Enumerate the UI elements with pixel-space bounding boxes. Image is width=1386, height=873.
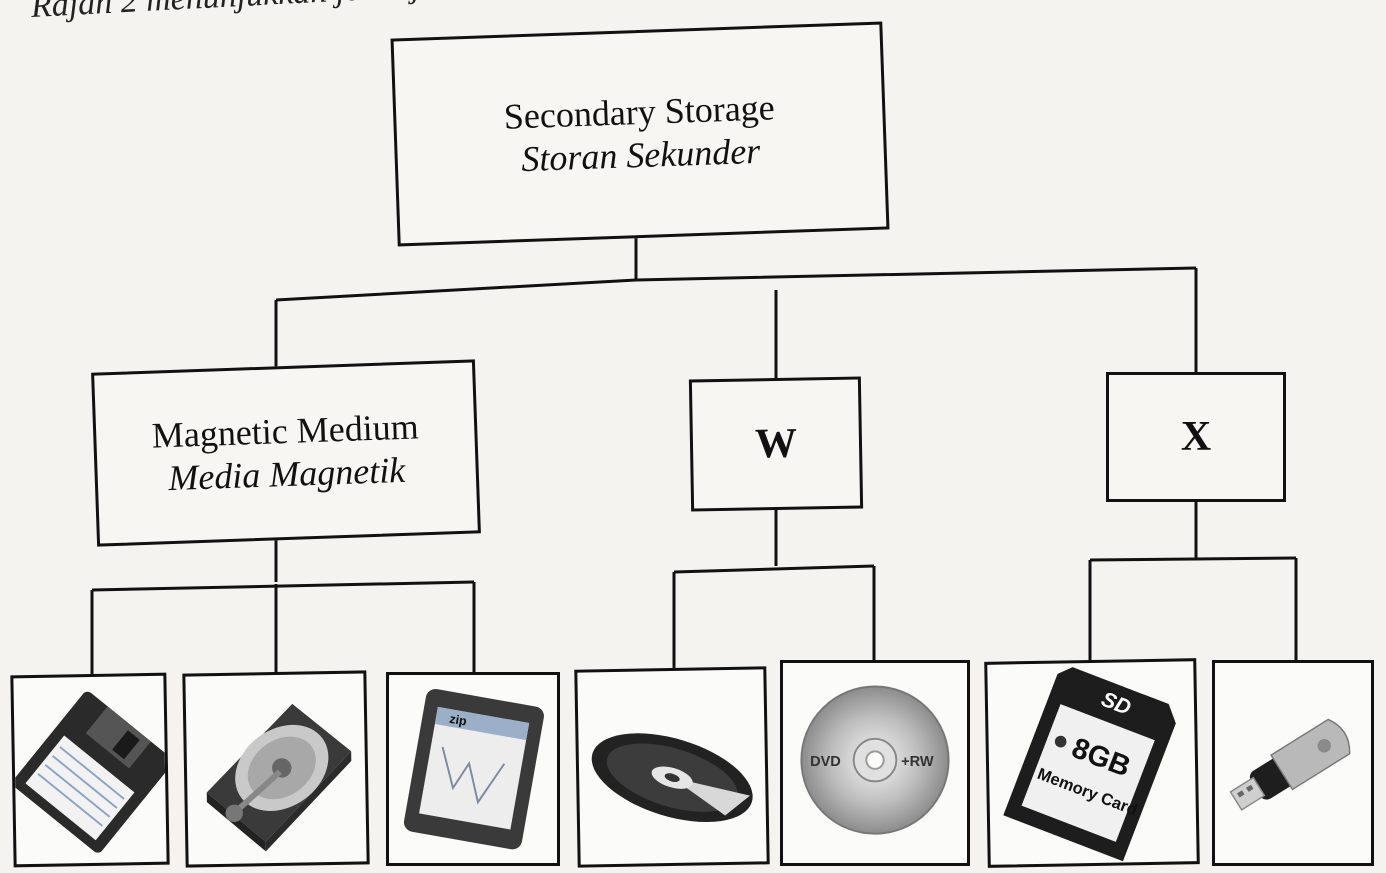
- device-optical-disc: [574, 666, 770, 868]
- device-usb-flash-drive: [1212, 660, 1374, 866]
- root-node-secondary-storage: Secondary Storage Storan Sekunder: [390, 21, 890, 247]
- device-sd-card: SD 8GB Memory Card: [984, 658, 1200, 868]
- optical-disc-icon: [591, 733, 753, 823]
- sd-memory-card-icon: SD 8GB Memory Card: [1003, 667, 1176, 862]
- zip-disk-icon: zip: [403, 688, 544, 850]
- hard-disk-icon: [206, 703, 352, 852]
- root-title-ms: Storan Sekunder: [520, 130, 761, 180]
- usb-flash-drive-icon: [1229, 718, 1351, 811]
- floppy-disk-icon: [13, 691, 167, 853]
- level1-bus: [275, 266, 1197, 302]
- device-zip-disk: zip: [386, 672, 560, 866]
- dvd-rw-disc-icon: DVD +RW: [800, 685, 950, 835]
- category-magnetic-medium: Magnetic Medium Media Magnetik: [91, 359, 481, 547]
- category-w-label: W: [754, 420, 798, 468]
- category-x: X: [1106, 372, 1286, 502]
- device-floppy-disk: [10, 672, 170, 868]
- magnetic-bus: [91, 580, 475, 592]
- device-dvd-rw: DVD +RW: [780, 660, 970, 866]
- dvd-label: DVD: [810, 754, 841, 770]
- rw-label: +RW: [901, 754, 934, 770]
- w-bus: [673, 564, 875, 574]
- device-hard-disk: [182, 670, 370, 868]
- category-w: W: [688, 376, 864, 512]
- zip-label: zip: [448, 712, 468, 729]
- magnetic-title-ms: Media Magnetik: [167, 449, 406, 499]
- x-bus: [1089, 556, 1297, 562]
- category-x-label: X: [1180, 414, 1212, 460]
